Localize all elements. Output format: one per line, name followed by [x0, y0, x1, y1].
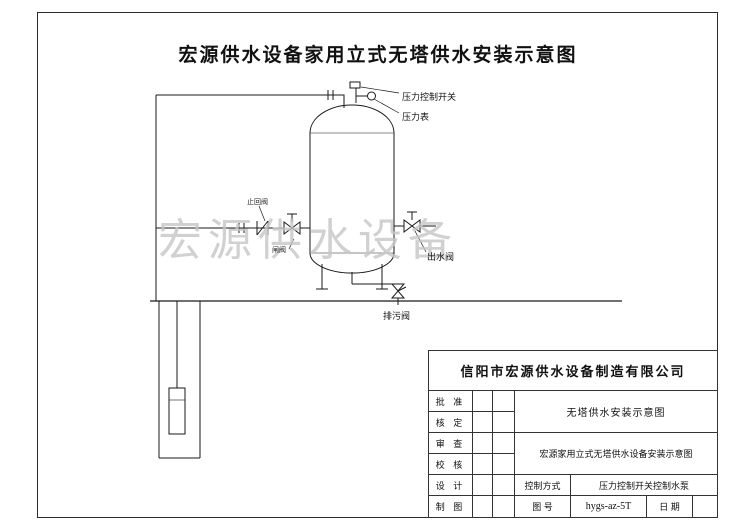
titleblock-row-label-proof: 校 核: [429, 454, 473, 475]
pipe-union-mid-icon: [238, 223, 245, 233]
titleblock-row-label-check: 核 定: [429, 412, 473, 433]
drawing-no-value: hygs-az-5T: [571, 496, 647, 517]
empty-cell: [493, 433, 515, 454]
label-drain-valve: 排污阀: [383, 311, 411, 321]
empty-cell: [473, 391, 493, 412]
empty-cell: [473, 433, 493, 454]
empty-cell: [493, 391, 515, 412]
drain-pipe: [351, 272, 398, 285]
label-check-valve: 止回阀: [247, 199, 268, 206]
empty-cell: [473, 496, 493, 517]
submersible-pump: [168, 387, 186, 435]
doc-title-cell-1: 无塔供水安装示意图: [515, 391, 717, 433]
label-gate-valve: 闸阀: [272, 247, 286, 254]
control-method-label: 控制方式: [515, 475, 571, 496]
pressure-gauge-icon: [367, 91, 376, 101]
titleblock-row-label-review: 审 查: [429, 433, 473, 454]
top-pipe: [156, 94, 345, 108]
label-outlet-valve: 出水阀: [427, 252, 455, 262]
empty-cell: [473, 454, 493, 475]
pipe-union-top-icon: [327, 90, 334, 100]
label-pressure-gauge: 压力表: [402, 112, 430, 122]
gate-valve-icon: [283, 221, 301, 235]
drawing-no-label: 图 号: [515, 496, 571, 517]
doc-title-cell-2: 宏源家用立式无塔供水设备安装示意图: [515, 433, 717, 475]
date-empty-cell: [693, 496, 717, 517]
empty-cell: [473, 475, 493, 496]
label-pressure-switch: 压力控制开关: [402, 92, 457, 102]
tank-tangent-lines: [310, 132, 394, 254]
leader-lines: [258, 86, 427, 253]
tank-bottom-dome: [309, 252, 395, 274]
titleblock-row-label-approve: 批 准: [429, 391, 473, 412]
drawing-border-frame: [37, 12, 718, 518]
page-title: 宏源供水设备家用立式无塔供水安装示意图: [178, 45, 578, 66]
pressure-switch-icon: [349, 81, 361, 89]
empty-cell: [493, 475, 515, 496]
empty-cell: [493, 496, 515, 517]
control-method-value: 压力控制开关控制水泵: [571, 475, 717, 496]
outlet-valve-icon: [403, 219, 421, 233]
titleblock-row-label-design: 设 计: [429, 475, 473, 496]
tank-top-dome: [309, 104, 395, 134]
empty-cell: [473, 412, 493, 433]
well-walls: [158, 301, 201, 459]
tank-legs: [316, 264, 388, 290]
check-valve-icon: [256, 220, 269, 236]
outlet-valve-handle: [407, 211, 417, 220]
empty-cell: [493, 454, 515, 475]
date-label: 日 期: [647, 496, 693, 517]
titleblock-row-label-draft: 制 图: [429, 496, 473, 517]
empty-cell: [493, 412, 515, 433]
company-name: 信阳市宏源供水设备制造有限公司: [429, 351, 717, 391]
tank-body: [309, 133, 395, 253]
title-block: 信阳市宏源供水设备制造有限公司 批 准 核 定 审 查 校 核 设 计 制 图 …: [428, 350, 718, 518]
gate-valve-handle: [287, 213, 297, 222]
